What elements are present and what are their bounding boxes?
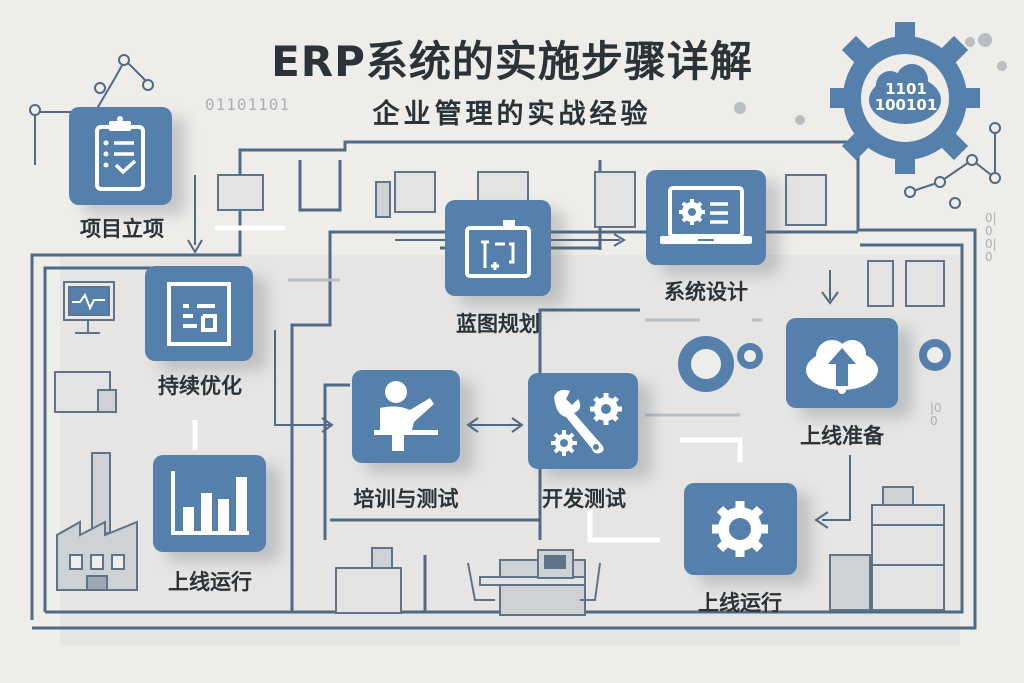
gear-binary-line1: 1101	[885, 80, 927, 98]
step-label: 蓝图规划	[456, 312, 540, 336]
clipboard-check-icon	[95, 116, 145, 191]
blueprint-icon	[465, 220, 531, 278]
binary-decor-right-2: |00	[930, 401, 942, 428]
document-panel-icon	[167, 282, 231, 346]
step-continuous-optimization-tile[interactable]	[145, 266, 253, 361]
step-project-initiation-tile[interactable]	[69, 107, 172, 205]
binary-decor-top: 01101101	[205, 95, 291, 114]
gear-icon	[712, 501, 768, 557]
step-label: 开发测试	[542, 487, 626, 511]
page-subtitle: 企业管理的实战经验	[372, 99, 652, 130]
step-label: 上线准备	[800, 424, 884, 448]
step-label: 持续优化	[158, 374, 242, 398]
binary-decor-right: 0|00|0	[985, 211, 997, 264]
step-label: 上线运行	[698, 591, 782, 615]
laptop-gear-icon	[660, 186, 752, 244]
cloud-upload-icon	[806, 340, 878, 394]
step-development-testing-tile[interactable]	[528, 373, 638, 469]
page-title: ERP系统的实施步骤详解	[271, 37, 753, 86]
cloud-gear-icon	[830, 22, 980, 174]
step-go-live-preparation-tile[interactable]	[786, 318, 898, 408]
gear-binary-line2: 100101	[874, 96, 938, 114]
step-training-testing-tile[interactable]	[352, 370, 460, 463]
presenter-icon	[374, 381, 438, 451]
wrench-gears-icon	[551, 389, 622, 456]
step-label: 上线运行	[168, 570, 252, 594]
step-system-design-tile[interactable]	[646, 170, 766, 265]
step-blueprint-planning-tile[interactable]	[445, 200, 551, 296]
step-go-live-right-tile[interactable]	[684, 483, 797, 575]
bar-chart-icon	[171, 471, 249, 535]
step-go-live-left-tile[interactable]	[153, 455, 266, 552]
step-label: 系统设计	[664, 280, 748, 304]
step-label: 项目立项	[80, 217, 164, 241]
step-label: 培训与测试	[353, 487, 459, 511]
